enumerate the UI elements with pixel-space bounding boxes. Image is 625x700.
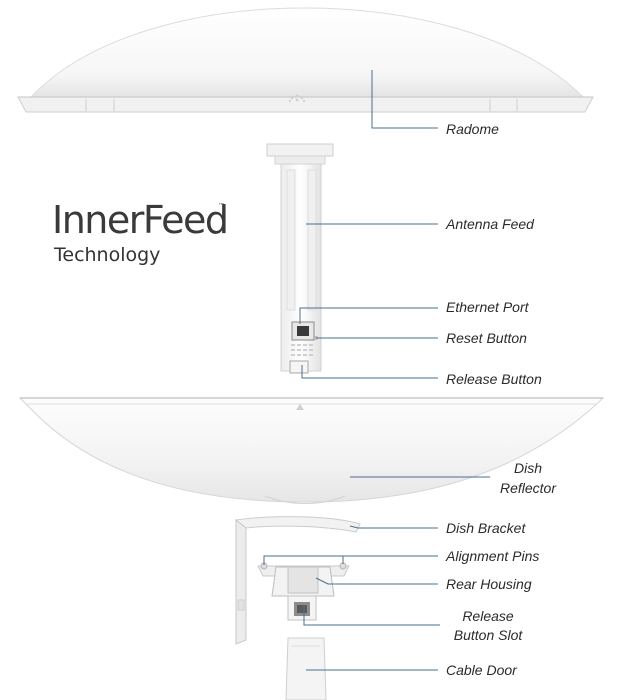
leader-radome: [371, 70, 438, 129]
label-cable-door: Cable Door: [446, 662, 517, 678]
label-reflector: Reflector: [499, 480, 557, 496]
label-dish-bracket: Dish Bracket: [446, 520, 526, 536]
label-radome: Radome: [446, 121, 499, 137]
vent-grille: [291, 344, 313, 356]
dish-bracket: [234, 516, 361, 645]
brand-subtitle: Technology: [54, 244, 161, 266]
leader-rear-housing: [315, 577, 438, 585]
radome-center-mark: [288, 94, 306, 103]
leader-lines: [263, 70, 490, 671]
antenna-feed: [266, 143, 334, 374]
brand-trademark: ™: [218, 202, 225, 210]
label-reset-button: Reset Button: [446, 330, 527, 346]
ethernet-port: [291, 321, 315, 341]
leader-release-button: [301, 365, 438, 379]
cable-door: [285, 637, 327, 700]
rear-housing: [257, 562, 350, 621]
label-antenna-feed: Antenna Feed: [446, 216, 534, 232]
release-button: [289, 360, 309, 374]
label-button-slot: Button Slot: [453, 627, 523, 643]
brand-name: InnerFeed: [52, 198, 229, 242]
label-release-button: Release Button: [446, 371, 542, 387]
leader-ethernet-port: [299, 307, 438, 324]
radome: [17, 7, 594, 113]
dish-reflector: [18, 397, 605, 504]
leader-alignment-pins: [263, 555, 438, 565]
label-release: Release: [462, 608, 514, 624]
label-dish: Dish: [513, 460, 542, 476]
label-rear-housing: Rear Housing: [446, 576, 532, 592]
leader-release-button-slot: [303, 605, 440, 626]
leader-dish-bracket: [349, 525, 438, 529]
label-alignment-pins: Alignment Pins: [446, 548, 540, 564]
label-ethernet-port: Ethernet Port: [446, 299, 529, 315]
